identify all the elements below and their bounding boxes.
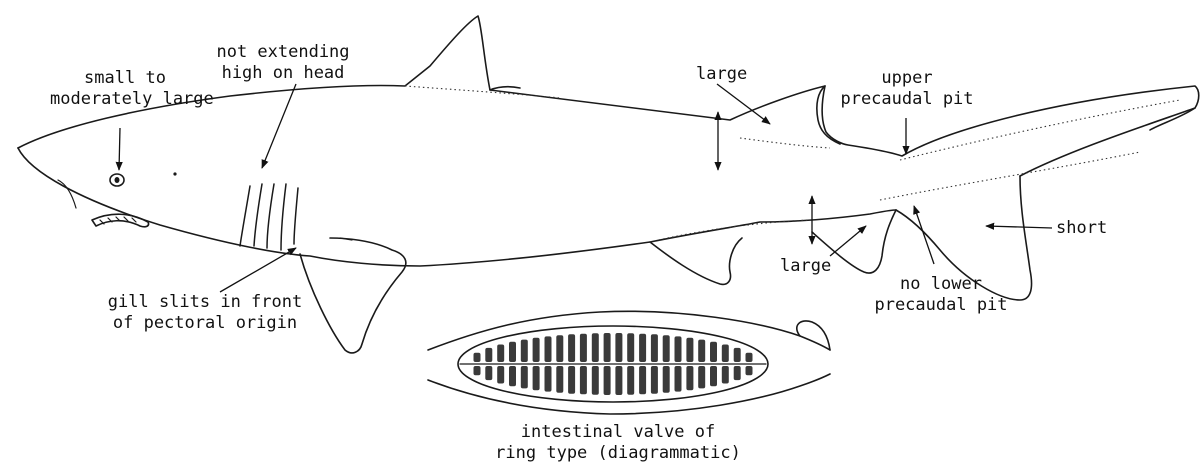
- valve-ring-segment: [545, 336, 552, 362]
- valve-ring-segment: [734, 366, 741, 380]
- valve-ring-segment: [686, 366, 693, 390]
- valve-ring-segment: [485, 366, 492, 380]
- lower-pit-label-line2: precaudal pit: [866, 295, 1016, 316]
- valve-ring-segment: [627, 366, 634, 395]
- gill-position-label-line1: gill slits in front: [100, 292, 310, 313]
- gill-slits: [240, 184, 298, 250]
- valve-ring-segment: [675, 336, 682, 362]
- valve-ring-segment: [651, 334, 658, 362]
- intestinal-valve-label-line1: intestinal valve of: [488, 422, 748, 443]
- valve-ring-segment: [639, 366, 646, 394]
- valve-ring-segment: [734, 348, 741, 362]
- valve-ring-segment: [545, 366, 552, 392]
- valve-ring-segment: [497, 345, 504, 363]
- valve-ring-segment: [556, 335, 563, 362]
- valve-ring-segment: [675, 366, 682, 392]
- valve-ring-segment: [615, 333, 622, 362]
- upper-pit-label-line2: precaudal pit: [832, 89, 982, 110]
- valve-ring-segment: [604, 333, 611, 362]
- valve-ring-segment: [592, 366, 599, 395]
- valve-ring-segment: [533, 338, 540, 362]
- lower-caudal-lobe-label: short: [1056, 218, 1107, 239]
- valve-ring-segment: [521, 340, 528, 362]
- eye-label-line1: small to: [50, 68, 200, 89]
- intestinal-valve-label: intestinal valve of ring type (diagramma…: [488, 422, 748, 464]
- valve-ring-segment: [639, 334, 646, 362]
- valve-ring-segment: [698, 340, 705, 362]
- valve-ring-segment: [580, 334, 587, 362]
- valve-ring-segment: [509, 366, 516, 386]
- gill-height-label: not extending high on head: [208, 42, 358, 84]
- valve-ring-segment: [497, 366, 504, 384]
- lower-pit-label: no lower precaudal pit: [866, 274, 1016, 316]
- valve-ring-segment: [509, 342, 516, 362]
- valve-ring-segment: [663, 366, 670, 393]
- valve-ring-segment: [710, 366, 717, 386]
- gill-height-label-line1: not extending: [208, 42, 358, 63]
- valve-ring-segment: [485, 348, 492, 362]
- gill-height-label-line2: high on head: [208, 63, 358, 84]
- valve-ring-segment: [474, 366, 481, 375]
- valve-ring-segment: [651, 366, 658, 394]
- gill-position-label-line2: of pectoral origin: [100, 313, 310, 334]
- upper-pit-label: upper precaudal pit: [832, 68, 982, 110]
- valve-ring-segment: [722, 366, 729, 384]
- valve-ring-segment: [521, 366, 528, 388]
- valve-ring-segment: [710, 342, 717, 362]
- first-dorsal-label: large: [696, 64, 747, 85]
- gill-position-label: gill slits in front of pectoral origin: [100, 292, 310, 334]
- pointer-arrows: [119, 84, 1052, 292]
- eye-label: small to moderately large: [50, 68, 200, 110]
- valve-ring-segment: [722, 345, 729, 363]
- eye-label-line2: moderately large: [50, 89, 200, 110]
- valve-ring-segment: [580, 366, 587, 394]
- valve-ring-segment: [615, 366, 622, 395]
- valve-ring-segment: [568, 366, 575, 394]
- second-dorsal-label: large: [780, 256, 831, 277]
- valve-ring-segment: [568, 334, 575, 362]
- intestinal-valve-label-line2: ring type (diagrammatic): [488, 443, 748, 464]
- valve-ring-segment: [604, 366, 611, 395]
- valve-ring-segment: [627, 333, 634, 362]
- valve-ring-segment: [533, 366, 540, 390]
- valve-ring-segment: [746, 366, 753, 375]
- valve-ring-segment: [556, 366, 563, 393]
- valve-ring-segment: [592, 333, 599, 362]
- valve-ring-segment: [746, 353, 753, 362]
- valve-ring-segment: [663, 335, 670, 362]
- valve-ring-segment: [698, 366, 705, 388]
- valve-ring-segment: [474, 353, 481, 362]
- intestinal-valve-illustration: [428, 311, 830, 414]
- valve-ring-segment: [686, 338, 693, 362]
- upper-pit-label-line1: upper: [832, 68, 982, 89]
- lower-pit-label-line1: no lower: [866, 274, 1016, 295]
